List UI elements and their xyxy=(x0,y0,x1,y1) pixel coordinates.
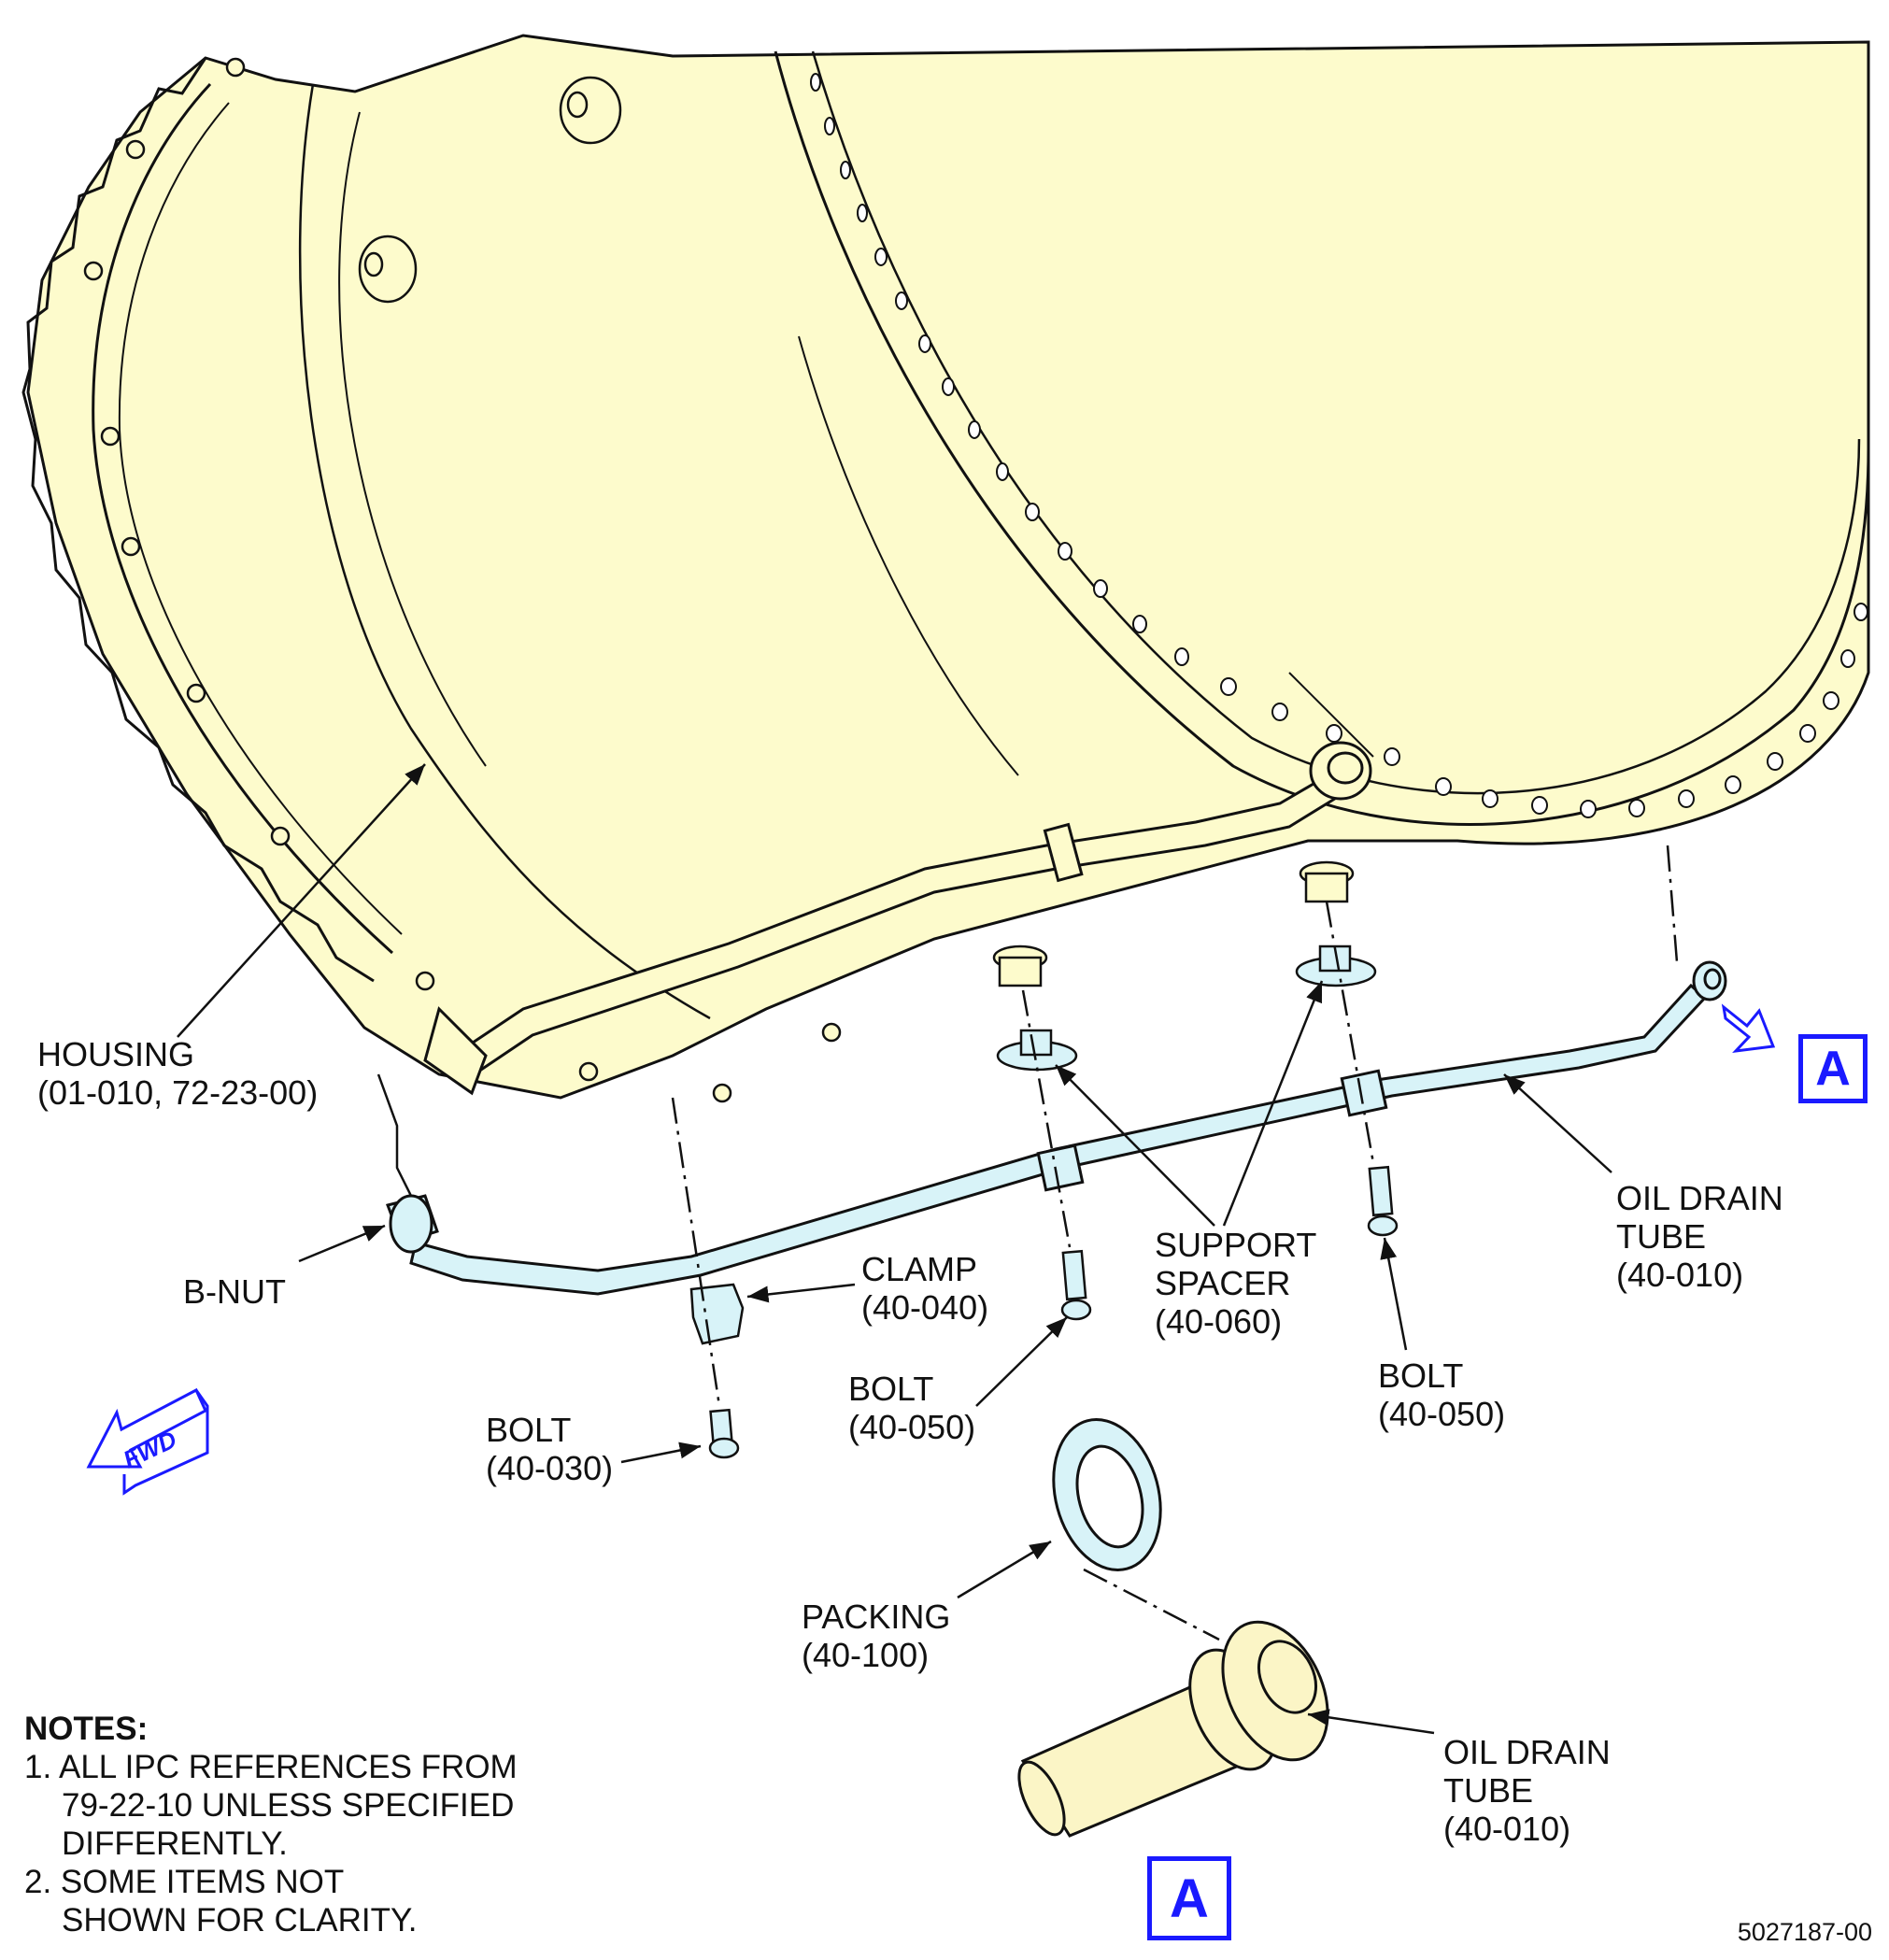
oil-drain-tube-exploded xyxy=(386,960,1727,1296)
housing xyxy=(21,34,1870,1103)
note-line: SHOWN FOR CLARITY. xyxy=(62,1902,418,1939)
note-line: 1. ALL IPC REFERENCES FROM xyxy=(24,1749,518,1785)
label-bolt-40-030: BOLT(40-030) xyxy=(486,1411,614,1487)
centerlines xyxy=(376,845,1679,1641)
label-bolt-40-050-left: BOLT(40-050) xyxy=(848,1370,976,1446)
view-marker-a-top: A xyxy=(1798,1034,1868,1103)
notes-heading: NOTES: xyxy=(24,1711,149,1747)
note-line: 2. SOME ITEMS NOT xyxy=(24,1864,345,1900)
label-b-nut: B-NUT xyxy=(183,1272,286,1311)
installed-oil-drain-tube xyxy=(423,741,1372,1096)
label-housing: HOUSING(01-010, 72-23-00) xyxy=(37,1035,319,1112)
note-line: 79-22-10 UNLESS SPECIFIED xyxy=(62,1787,515,1824)
notes: NOTES: 1. ALL IPC REFERENCES FROM 79-22-… xyxy=(24,1710,518,1939)
view-arrow-icon xyxy=(1721,1003,1776,1054)
view-marker-a-detail: A xyxy=(1147,1856,1231,1940)
document-number: 5027187-00 xyxy=(1737,1918,1872,1946)
label-packing: PACKING(40-100) xyxy=(802,1598,951,1674)
leader-lines xyxy=(177,763,1612,1735)
label-clamp: CLAMP(40-040) xyxy=(861,1250,989,1327)
note-line: DIFFERENTLY. xyxy=(62,1825,288,1862)
fwd-arrow-icon: FWD xyxy=(86,1387,209,1496)
detail-a xyxy=(1017,1418,1329,1838)
label-bolt-40-050-right: BOLT(40-050) xyxy=(1378,1356,1506,1433)
hardware xyxy=(689,860,1399,1459)
